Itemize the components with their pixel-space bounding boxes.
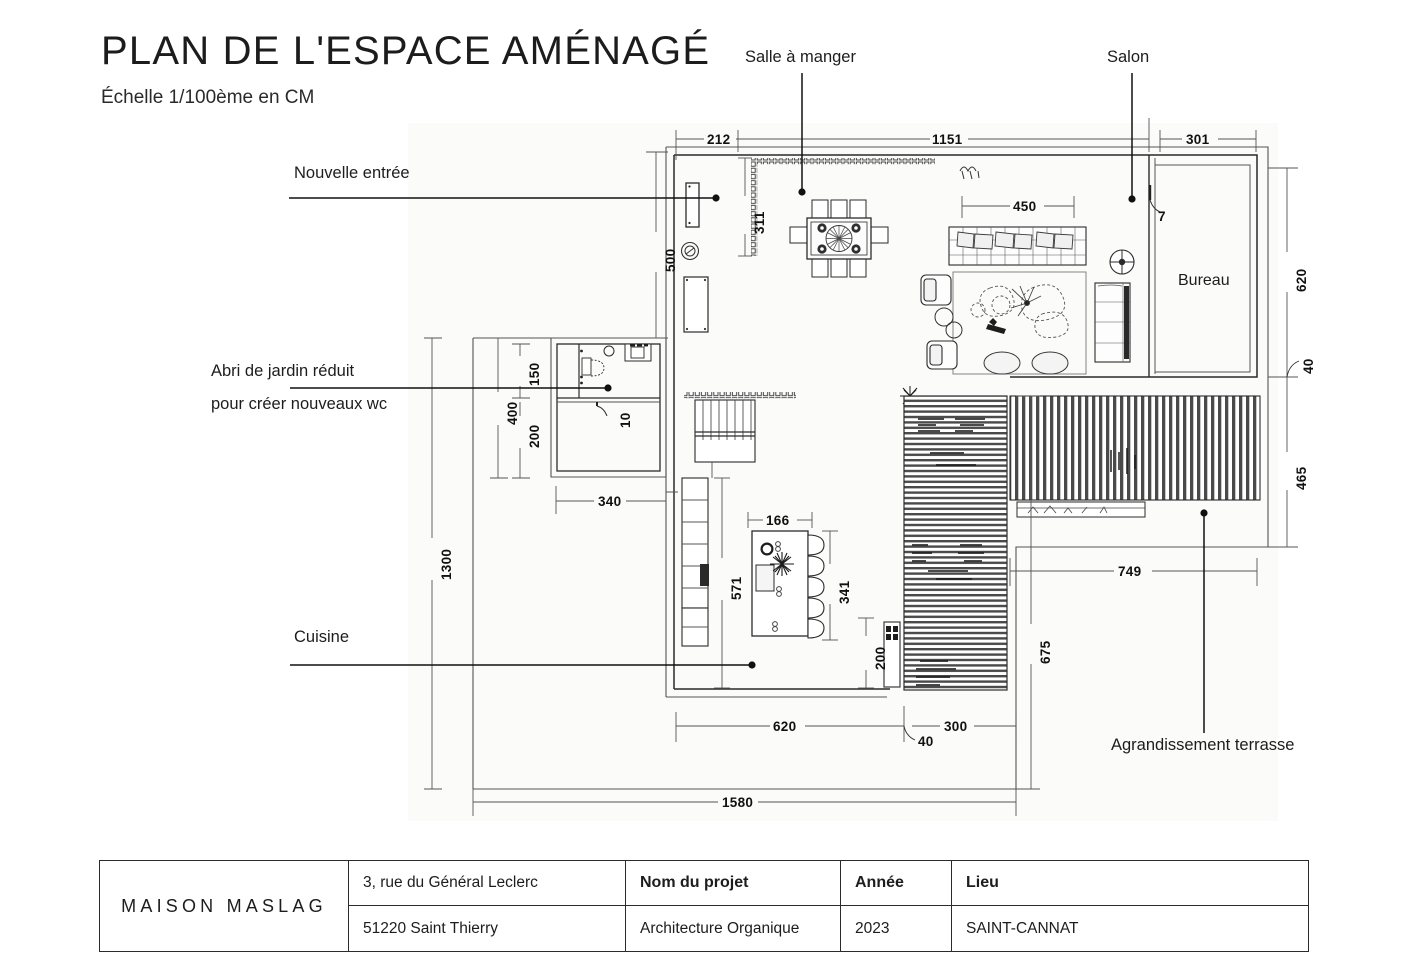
- dim-1580: 1580: [722, 795, 754, 810]
- dim-166: 166: [766, 513, 790, 528]
- title-block-brand: MAISON MASLAG: [100, 861, 349, 951]
- place-header: Lieu: [952, 861, 1308, 906]
- dim-7: 7: [1158, 209, 1166, 224]
- dim-1300: 1300: [439, 548, 454, 580]
- project-value: Architecture Organique: [640, 919, 800, 937]
- title-block-place-column: Lieu SAINT-CANNAT: [952, 861, 1308, 951]
- dim-749: 749: [1118, 564, 1142, 579]
- dim-200-kitchen: 200: [873, 646, 888, 670]
- dim-40-bottom: 40: [918, 734, 934, 749]
- dim-571: 571: [729, 576, 744, 600]
- title-block-address-column: 3, rue du Général Leclerc 51220 Saint Th…: [349, 861, 626, 951]
- callout-label-abri-jardin-line1: Abri de jardin réduit: [211, 362, 355, 380]
- title-block-columns: 3, rue du Général Leclerc 51220 Saint Th…: [349, 861, 1308, 951]
- dim-301: 301: [1186, 132, 1210, 147]
- place-value: SAINT-CANNAT: [966, 919, 1079, 937]
- title-block-year-column: Année 2023: [841, 861, 952, 951]
- address-line-2: 51220 Saint Thierry: [363, 919, 498, 937]
- dim-150: 150: [527, 362, 542, 386]
- dim-311: 311: [752, 211, 767, 234]
- callout-label-agrandissement-terrasse: Agrandissement terrasse: [1111, 736, 1295, 754]
- dim-300: 300: [944, 719, 968, 734]
- dim-465: 465: [1294, 466, 1309, 490]
- dim-500: 500: [663, 248, 678, 272]
- title-block-project-column: Nom du projet Architecture Organique: [626, 861, 841, 951]
- dim-340: 340: [598, 494, 622, 509]
- dim-400: 400: [505, 401, 520, 425]
- address-line-1: 3, rue du Général Leclerc: [349, 861, 625, 906]
- dim-200-wc: 200: [527, 424, 542, 448]
- callout-label-abri-jardin-line2: pour créer nouveaux wc: [211, 395, 388, 413]
- dim-1151: 1151: [932, 132, 963, 147]
- brand-name: MAISON MASLAG: [121, 895, 327, 916]
- dim-10: 10: [618, 412, 633, 428]
- dim-212: 212: [707, 132, 731, 147]
- callout-label-nouvelle-entree: Nouvelle entrée: [294, 164, 410, 182]
- dim-450: 450: [1013, 199, 1037, 214]
- room-label-bureau: Bureau: [1178, 272, 1230, 289]
- dim-675: 675: [1038, 640, 1053, 664]
- callout-label-salle-a-manger: Salle à manger: [745, 48, 856, 66]
- page-title: PLAN DE L'ESPACE AMÉNAGÉ: [101, 29, 711, 73]
- dim-40-right: 40: [1301, 358, 1316, 374]
- callout-label-cuisine: Cuisine: [294, 628, 350, 646]
- year-value: 2023: [855, 919, 890, 937]
- project-header: Nom du projet: [626, 861, 840, 906]
- year-header: Année: [841, 861, 951, 906]
- page-subtitle: Échelle 1/100ème en CM: [101, 87, 315, 108]
- dim-620-right: 620: [1294, 268, 1309, 292]
- callout-label-salon: Salon: [1107, 48, 1150, 66]
- dim-620-bottom: 620: [773, 719, 797, 734]
- dim-341: 341: [837, 580, 852, 604]
- title-block: MAISON MASLAG 3, rue du Général Leclerc …: [99, 860, 1309, 952]
